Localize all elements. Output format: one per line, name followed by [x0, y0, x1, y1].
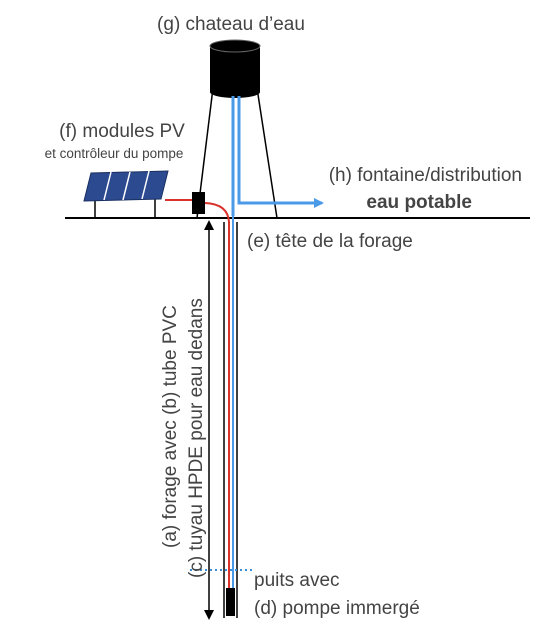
fontaine-label: (h) fontaine/distribution — [329, 165, 522, 186]
pv-modules — [83, 170, 169, 218]
pv-controller-label: et contrôleur du pompe — [45, 146, 184, 161]
water-tower-frame — [196, 87, 278, 219]
tete-forage-label: (e) tête de la forage — [247, 231, 413, 252]
pump-power-cable — [165, 199, 230, 588]
chateau-label: (g) chateau d’eau — [157, 14, 305, 35]
forage-vertical-label: (a) forage avec (b) tube PVC — [160, 305, 181, 548]
submersible-pump — [226, 588, 235, 616]
water-tower-tank — [209, 39, 261, 98]
forage-label-line2: (c) tuyau HPDE pour eau dedans — [186, 298, 207, 578]
borehole-casing — [223, 222, 238, 618]
pv-modules-label: (f) modules PV — [59, 121, 185, 142]
forage-label-line1: (a) forage avec (b) tube PVC — [160, 305, 181, 548]
tuyau-vertical-label: (c) tuyau HPDE pour eau dedans — [186, 298, 207, 578]
depth-arrow — [204, 220, 214, 620]
eau-potable-label: eau potable — [366, 192, 472, 213]
water-pipes — [231, 96, 324, 588]
pompe-label: (d) pompe immergé — [254, 598, 420, 619]
puits-label: puits avec — [254, 570, 340, 591]
pump-controller-box — [192, 192, 205, 214]
